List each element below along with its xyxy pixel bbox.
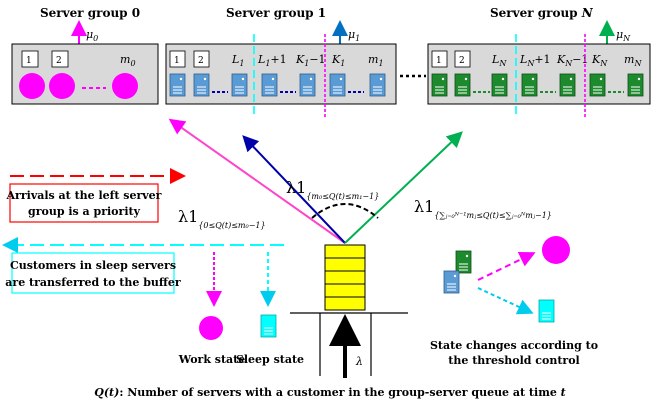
caption: Q(t): Number of servers with a customer … (94, 386, 566, 399)
gN-label-1: 1 (436, 56, 442, 66)
mu-0: μ0 (86, 28, 98, 43)
gN-label-KNminus: KN−1 (556, 53, 588, 68)
arrival-rate: λ (355, 355, 363, 368)
rate-right: λ1{∑ⱼ₌₀ᴺ⁻¹mⱼ≤Q(t)≤∑ⱼ₌₀ᴺmⱼ−1} (414, 197, 552, 220)
state-change-sleep-icon (538, 299, 555, 323)
sleep-note-line1: Customers in sleep servers (10, 259, 176, 272)
routing-arrows (168, 118, 463, 244)
server-group-1: Server group 1 μ1 1 2 L1 L1+1 K1−1 K1 m1 (165, 6, 397, 118)
g0-label-1: 1 (26, 56, 32, 66)
work-state-label: Work state (178, 353, 246, 366)
g1-label-m1: m1 (368, 53, 384, 68)
server-group-1-title: Server group 1 (226, 6, 326, 20)
sleep-note-line2: are transferred to the buffer (5, 276, 181, 289)
state-change-line2: the threshold control (448, 354, 579, 367)
gN-label-2: 2 (459, 56, 465, 66)
g1-label-L1: L1 (231, 53, 244, 68)
g0-server-1 (19, 73, 45, 99)
g1-label-L1plus: L1+1 (257, 53, 287, 68)
g1-label-2: 2 (198, 56, 204, 66)
rate-middle: λ1{m₀≤Q(t)≤m₁−1} (286, 178, 379, 201)
server-group-0: Server group 0 μ0 1 2 m0 (11, 6, 159, 105)
gN-label-KN: KN (591, 53, 608, 68)
sleep-state-icon (260, 314, 277, 338)
queue-buffer: λ (290, 244, 408, 378)
g0-server-2 (49, 73, 75, 99)
rate-left: λ1{0≤Q(t)≤m₀−1} (178, 207, 266, 230)
gN-label-mN: mN (624, 53, 642, 68)
gN-label-LN: LN (491, 53, 507, 68)
work-state-icon (199, 316, 223, 340)
state-change-line1: State changes according to (430, 339, 598, 352)
arrow-to-group-0 (168, 118, 346, 244)
g1-label-K1minus: K1−1 (295, 53, 326, 68)
priority-note-line1: Arrivals at the left server (6, 189, 162, 202)
sleep-note-box (11, 252, 175, 294)
g0-label-m0: m0 (120, 53, 136, 68)
server-group-0-title: Server group 0 (40, 6, 140, 20)
g0-label-2: 2 (56, 56, 62, 66)
g1-label-K1: K1 (331, 53, 345, 68)
sleep-state-label: Sleep state (236, 353, 304, 366)
mu-1: μ1 (348, 28, 360, 43)
state-change-work-icon (542, 236, 570, 264)
mu-N: μN (616, 28, 631, 43)
gN-label-LNplus: LN+1 (519, 53, 551, 68)
priority-note-line2: group is a priority (28, 205, 141, 218)
g1-label-1: 1 (174, 56, 180, 66)
priority-note-box (9, 183, 159, 223)
server-group-N: Server group N μN 1 2 LN LN+1 KN−1 KN mN (427, 6, 651, 118)
g0-server-m0 (112, 73, 138, 99)
server-group-N-title: Server group N (490, 6, 594, 20)
arrow-to-group-1 (242, 135, 346, 244)
state-change: State changes according to the threshold… (430, 236, 598, 367)
routing-arc (311, 203, 379, 219)
arrow-to-group-N (344, 131, 463, 244)
